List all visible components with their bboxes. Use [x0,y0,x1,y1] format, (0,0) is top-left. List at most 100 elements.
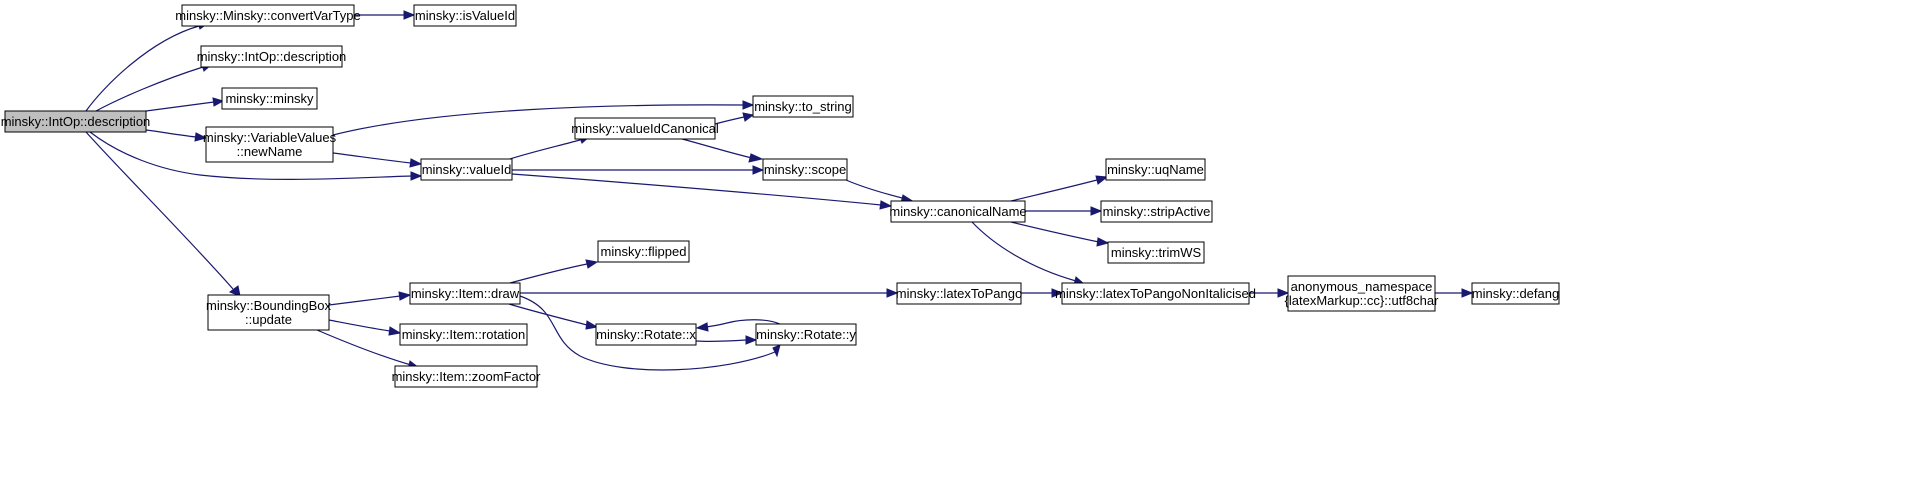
node-label: minsky::stripActive [1103,204,1211,219]
node-convertVarType[interactable]: minsky::Minsky::convertVarType [175,4,361,27]
node-label: minsky::latexToPangoNonItalicised [1055,286,1256,301]
node-zoomFactor[interactable]: minsky::Item::zoomFactor [392,365,541,388]
node-isValueId[interactable]: minsky::isValueId [413,4,517,27]
node-toString[interactable]: minsky::to_string [752,95,854,118]
arrowhead [585,320,599,330]
edge-line [95,66,204,112]
call-edge-utf8char-to-defang [1434,288,1474,298]
call-edge-newName-to-toString [332,100,755,136]
node-label: {latexMarkup::cc}::utf8char [1285,293,1440,308]
node-utf8char[interactable]: anonymous_namespace{latexMarkup::cc}::ut… [1285,275,1440,312]
node-box [221,87,318,110]
call-edge-itemDraw-to-latexToPango [519,288,899,298]
node-box [1061,282,1250,305]
call-edge-canonicalName-to-latexNonItal [971,221,1086,286]
node-box [762,158,848,181]
call-edge-valueIdCanonical-to-toString [714,112,755,125]
node-uqName[interactable]: minsky::uqName [1105,158,1206,181]
call-edge-scope-to-canonicalName [845,179,916,204]
node-box [1100,200,1213,223]
edge-line [714,116,745,125]
node-box [1107,241,1205,264]
arrowhead [695,322,709,332]
node-box [1105,158,1206,181]
node-box [752,95,854,118]
call-edge-latexToPango-to-latexNonItal [1020,288,1064,298]
edge-line [85,131,234,290]
arrowhead [886,288,899,298]
edge-line [316,329,412,366]
node-itemDraw[interactable]: minsky::Item::draw [409,282,521,305]
edge-line [519,295,776,371]
node-label: minsky::flipped [601,244,687,259]
edge-line [695,339,747,343]
arrowhead [1051,288,1064,298]
edge-line [89,131,412,180]
call-edge-rotateY-to-rotateX [695,319,781,332]
node-root[interactable]: minsky::IntOp::description [1,110,151,133]
node-itemRotation[interactable]: minsky::Item::rotation [399,323,528,346]
node-stripActive[interactable]: minsky::stripActive [1100,200,1213,223]
edge-line [145,101,215,112]
node-label: minsky::VariableValues [203,130,337,145]
call-edge-bboxUpdate-to-itemDraw [328,291,412,306]
node-label: minsky::Item::zoomFactor [392,369,541,384]
call-edge-convertVarType-to-isValueId [354,10,416,20]
node-intopDesc[interactable]: minsky::IntOp::description [197,45,347,68]
node-scope[interactable]: minsky::scope [762,158,848,181]
edge-line [328,319,391,332]
node-box [205,126,334,163]
node-latexToPango[interactable]: minsky::latexToPango [896,282,1022,305]
node-flipped[interactable]: minsky::flipped [597,240,690,263]
arrowhead [1277,288,1290,298]
node-trimWS[interactable]: minsky::trimWS [1107,241,1205,264]
node-defang[interactable]: minsky::defang [1471,282,1560,305]
call-edge-valueId-to-canonicalName [511,173,893,210]
arrowhead [742,100,755,110]
node-box [394,365,538,388]
node-label: minsky::defang [1472,286,1559,301]
arrowhead [745,335,758,345]
node-rotateX[interactable]: minsky::Rotate::x [595,323,697,346]
node-box [595,323,697,346]
edge-line [509,139,581,160]
node-valueId[interactable]: minsky::valueId [420,158,513,181]
node-label: minsky::isValueId [415,8,515,23]
arrowhead [1461,288,1474,298]
edge-line [328,295,401,306]
node-label: minsky::canonicalName [889,204,1026,219]
arrowhead [752,165,765,175]
call-edge-latexNonItal-to-utf8char [1248,288,1290,298]
arrowhead [410,171,423,181]
node-canonicalName[interactable]: minsky::canonicalName [889,200,1027,223]
edge-layer [85,10,1474,371]
node-layer: minsky::IntOp::description minsky::Minsky… [1,4,1560,388]
node-label: minsky::IntOp::description [197,49,347,64]
node-label: minsky::Rotate::y [756,327,856,342]
node-box [181,4,355,27]
node-box [1471,282,1560,305]
node-box [399,323,528,346]
arrowhead [194,132,208,142]
node-bboxUpdate[interactable]: minsky::BoundingBox::update [206,294,332,331]
node-minsky[interactable]: minsky::minsky [221,87,318,110]
node-box [409,282,521,305]
edge-line [508,303,588,326]
edge-line [971,221,1077,282]
arrowhead [879,200,893,210]
node-rotateY[interactable]: minsky::Rotate::y [755,323,857,346]
node-label: minsky::Item::rotation [402,327,526,342]
arrowhead [398,291,412,301]
node-latexNonItal[interactable]: minsky::latexToPangoNonItalicised [1055,282,1256,305]
call-edge-root-to-valueId [89,131,423,181]
node-valueIdCanonical[interactable]: minsky::valueIdCanonical [571,117,719,140]
node-newName[interactable]: minsky::VariableValues::newName [203,126,337,163]
node-label: minsky::Minsky::convertVarType [175,8,360,23]
call-edge-root-to-convertVarType [85,20,210,112]
edge-line [509,263,588,284]
node-box [4,110,147,133]
node-box [200,45,343,68]
call-edge-valueId-to-scope [512,165,765,175]
call-edge-root-to-newName [145,129,208,142]
node-label: minsky::uqName [1107,162,1204,177]
